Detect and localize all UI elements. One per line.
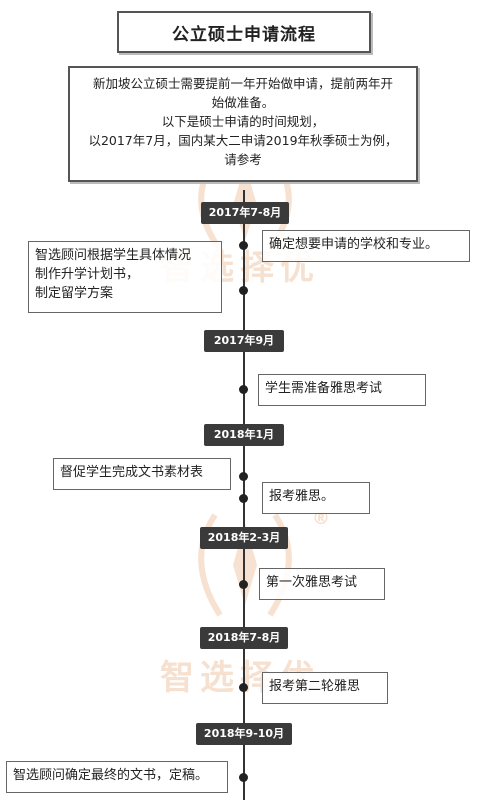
timeline-dot — [239, 683, 248, 692]
event-text: 制作升学计划书， — [35, 267, 140, 282]
intro-line: 始做准备。 — [211, 95, 275, 110]
intro-box: 新加坡公立硕士需要提前一年开始做申请，提前两年开 始做准备。 以下是硕士申请的时… — [68, 66, 418, 182]
intro-line: 以2017年7月，国内某大二申请2019年秋季硕士为例， — [88, 133, 398, 148]
event-box-left: 智选顾问根据学生具体情况 制作升学计划书， 制定留学方案 — [28, 241, 222, 313]
timeline-dot — [239, 286, 248, 295]
timeline-dot — [239, 241, 248, 250]
event-box-left: 智选顾问确定最终的文书，定稿。 — [6, 761, 228, 793]
date-label: 2018年1月 — [204, 424, 284, 446]
event-box-right: 报考第二轮雅思 — [262, 672, 388, 704]
timeline-dot — [239, 580, 248, 589]
intro-line: 新加坡公立硕士需要提前一年开始做申请，提前两年开 — [92, 76, 393, 91]
event-box-left: 督促学生完成文书素材表 — [53, 458, 231, 490]
event-box-right: 报考雅思。 — [262, 482, 370, 514]
event-text: 督促学生完成文书素材表 — [60, 465, 204, 480]
page-title: 公立硕士申请流程 — [117, 11, 371, 53]
date-label: 2018年2-3月 — [200, 527, 288, 549]
date-label: 2017年9月 — [204, 330, 284, 352]
event-box-right: 第一次雅思考试 — [259, 568, 385, 600]
date-label: 2017年7-8月 — [201, 202, 289, 224]
event-box-right: 确定想要申请的学校和专业。 — [262, 230, 470, 262]
intro-line: 请参考 — [224, 152, 262, 167]
timeline-dot — [239, 494, 248, 503]
event-text: 学生需准备雅思考试 — [265, 381, 383, 396]
timeline-dot — [239, 385, 248, 394]
intro-line: 以下是硕士申请的时间规划， — [161, 114, 325, 129]
date-label: 2018年9-10月 — [196, 723, 292, 745]
event-box-right: 学生需准备雅思考试 — [258, 374, 426, 406]
timeline-dot — [239, 773, 248, 782]
event-text: 报考第二轮雅思 — [269, 679, 361, 694]
date-label: 2018年7-8月 — [200, 627, 288, 649]
wreath-logo-icon — [198, 513, 292, 617]
event-text: 智选顾问根据学生具体情况 — [35, 248, 192, 263]
event-text: 确定想要申请的学校和专业。 — [269, 237, 439, 252]
event-text: 制定留学方案 — [35, 286, 114, 301]
event-text: 报考雅思。 — [269, 489, 335, 504]
timeline-dot — [239, 472, 248, 481]
event-text: 第一次雅思考试 — [266, 575, 358, 590]
event-text: 智选顾问确定最终的文书，定稿。 — [13, 768, 209, 783]
